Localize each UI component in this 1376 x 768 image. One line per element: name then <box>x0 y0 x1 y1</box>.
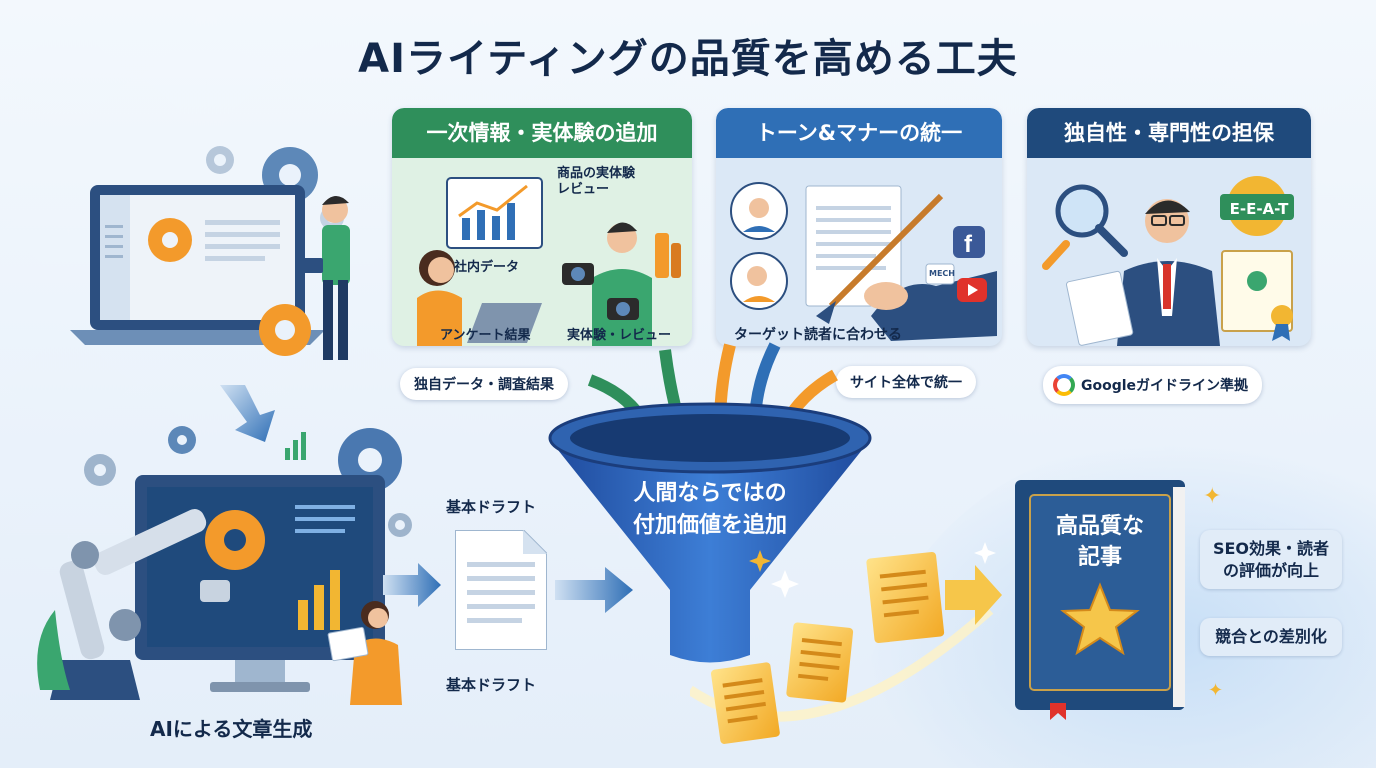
input-label-unique-data: 独自データ・調査結果 <box>400 368 568 400</box>
draft-document-icon <box>455 530 547 650</box>
survey-illustration <box>417 177 681 346</box>
ai-generation-label: AIによる文章生成 <box>150 717 313 741</box>
draft-label-top: 基本ドラフト <box>446 498 537 516</box>
sparkle-icon: ✦ <box>1203 484 1222 509</box>
panel-expertise: 独自性・専門性の担保 E-E-A-T <box>1027 108 1311 346</box>
label-internal-data: 社内データ <box>454 260 520 275</box>
right-arrow-icon <box>555 567 633 613</box>
golden-papers-flow <box>690 542 1002 744</box>
funnel-shape <box>548 402 872 663</box>
benefit-differentiation: 競合との差別化 <box>1200 618 1342 656</box>
benefit-seo: SEO効果・読者 の評価が向上 <box>1200 530 1342 590</box>
facebook-icon <box>953 226 985 258</box>
label-product-review: 商品の実体験 レビュー <box>557 166 636 198</box>
ai-robot-illustration <box>30 420 430 710</box>
right-arrow-icon <box>945 565 1002 625</box>
page-title: AIライティングの品質を高める工夫 <box>358 36 1018 82</box>
eeat-badge-text: E-E-A-T <box>1229 200 1289 218</box>
input-label-site-unified: サイト全体で統一 <box>836 366 976 398</box>
panel-header: トーン&マナーの統一 <box>716 108 1002 158</box>
down-arrow-icon <box>215 380 285 450</box>
draft-label-bottom: 基本ドラフト <box>446 676 537 694</box>
google-guideline-label: Googleガイドライン準拠 <box>1081 378 1249 394</box>
tone-illustration: f <box>730 182 997 341</box>
svg-text:f: f <box>964 231 973 258</box>
google-icon <box>1053 374 1075 396</box>
sparkle-icon <box>771 542 996 598</box>
magnifier-icon <box>1055 184 1109 238</box>
bookmark-icon <box>1050 703 1066 720</box>
google-guideline-badge: Googleガイドライン準拠 <box>1043 366 1263 404</box>
gear-icon <box>148 218 192 262</box>
panel-tone-manner: トーン&マナーの統一 f MECH ターゲット読者に合わせる <box>716 108 1002 346</box>
gear-icon <box>259 304 311 356</box>
star-icon <box>1060 582 1140 656</box>
laptop-illustration <box>60 140 390 400</box>
mech-label: MECH <box>929 269 955 278</box>
label-experience: 実体験・レビュー <box>567 328 672 343</box>
label-target-reader: ターゲット読者に合わせる <box>734 327 902 343</box>
panel-header: 独自性・専門性の担保 <box>1027 108 1311 158</box>
sparkle-icon: ✦ <box>1208 680 1224 701</box>
gear-icon <box>205 510 265 570</box>
book-illustration <box>1015 480 1185 720</box>
gear-icon <box>168 426 196 454</box>
right-arrow-icon <box>383 563 441 607</box>
medal-icon <box>1271 305 1293 327</box>
panel-header: 一次情報・実体験の追加 <box>392 108 692 158</box>
panel-primary-info: 一次情報・実体験の追加 商品の実体験 レビュー 社内データ アンケート結果 <box>392 108 692 346</box>
label-survey: アンケート結果 <box>440 328 531 343</box>
book-title: 高品質な 記事 <box>1055 514 1144 570</box>
expert-illustration <box>1042 176 1294 346</box>
gear-icon <box>84 454 116 486</box>
gear-icon <box>206 146 234 174</box>
funnel-center-text: 人間ならではの 付加価値を追加 <box>632 481 787 538</box>
